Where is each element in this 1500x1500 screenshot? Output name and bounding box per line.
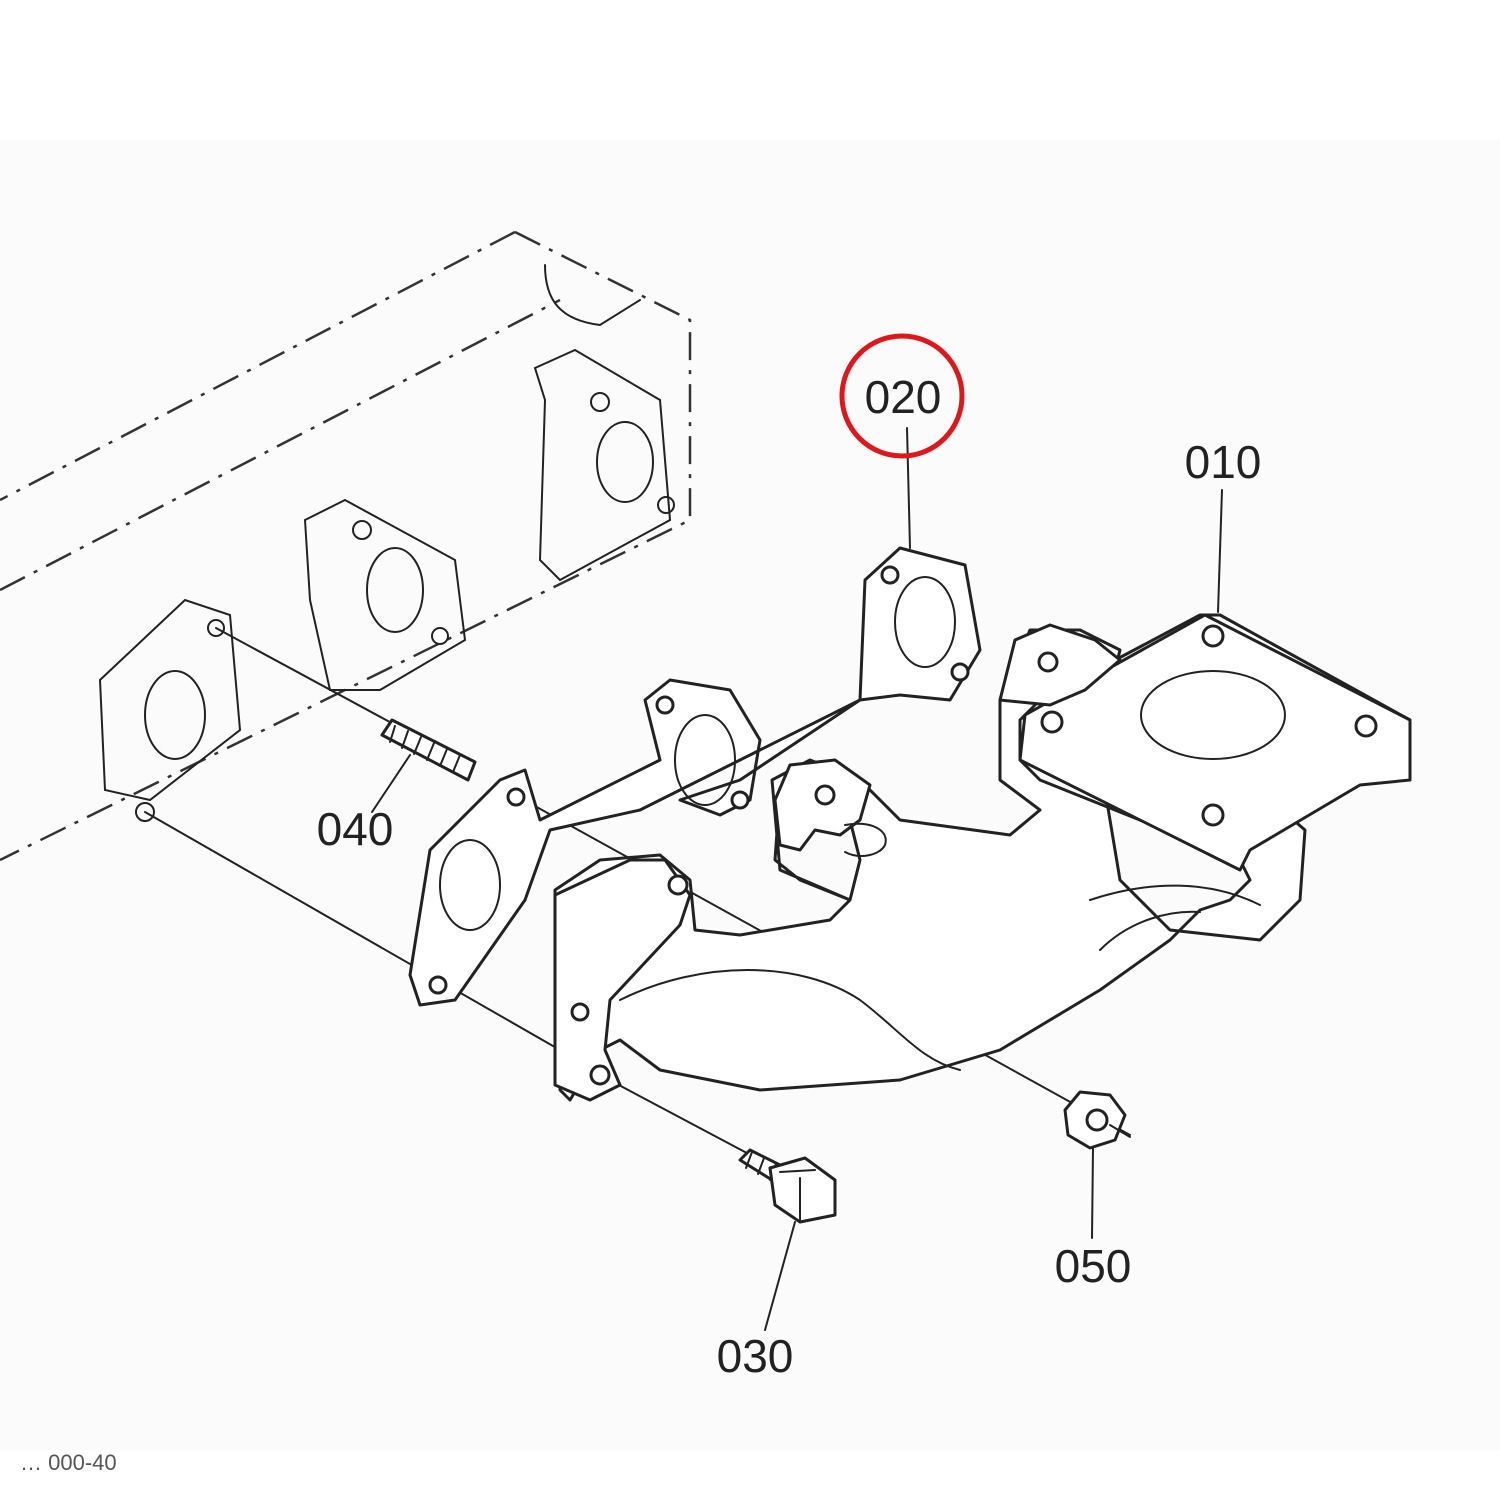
callout-030: 030 [717, 1330, 794, 1382]
callout-040: 040 [317, 803, 394, 855]
cylinder-head-outline [0, 230, 692, 862]
flange-nut-050 [1063, 1090, 1131, 1150]
stud-bolt-040 [380, 718, 477, 782]
callout-010: 010 [1185, 436, 1262, 488]
exhaust-gasket-020 [408, 546, 982, 1007]
callout-050: 050 [1055, 1240, 1132, 1292]
callout-020: 020 [865, 371, 942, 423]
footer-reference: … 000-40 [20, 1450, 117, 1475]
exhaust-manifold-010 [553, 613, 1412, 1102]
flange-bolt-030 [738, 1148, 837, 1224]
highlight-circle [839, 333, 965, 459]
callout-leaders [371, 427, 1223, 1331]
